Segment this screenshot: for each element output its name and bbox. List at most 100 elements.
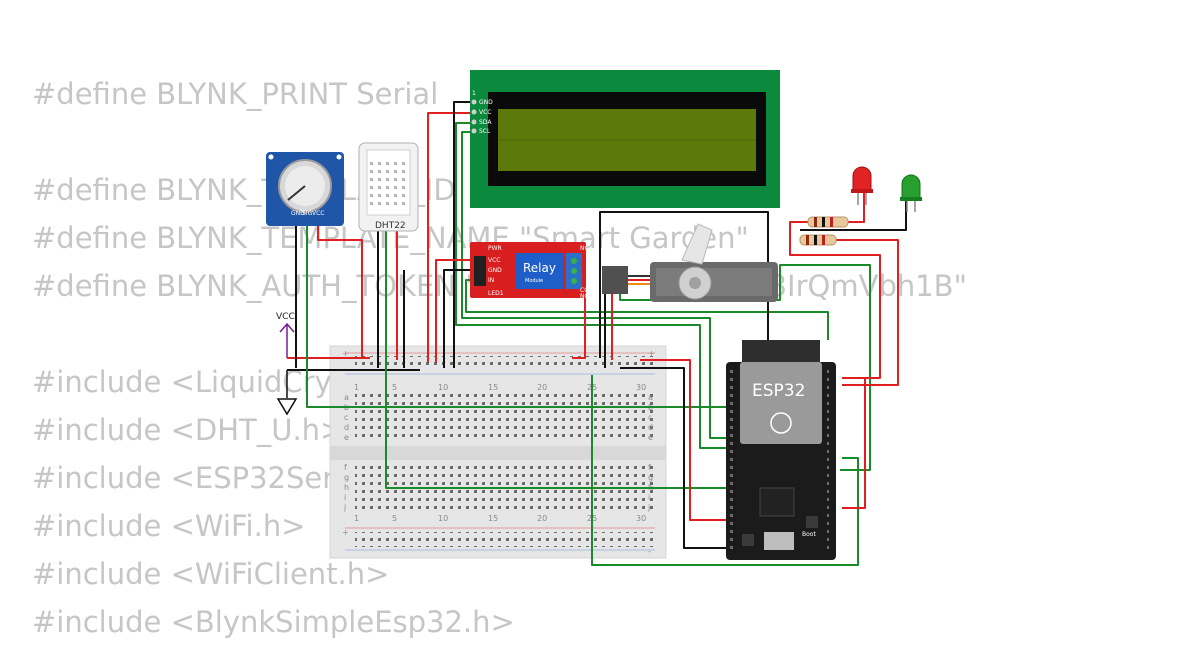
servo-connector [602,266,628,294]
esp32-board: ESP32 Boot [726,340,836,560]
wire-green [306,225,728,408]
led-red [851,166,873,205]
row-letter: e [648,433,653,442]
esp32-antenna [742,340,820,364]
column-number: 30 [636,383,646,392]
wire-green [385,228,728,489]
relay-pin-label: PWR [488,245,502,252]
wire-black [443,269,476,368]
relay-pin-label: COM [580,287,594,294]
row-letter: f [648,463,651,472]
column-number: 30 [636,514,646,523]
wire-black [453,101,472,368]
wire-green [465,279,829,340]
servo-motor [602,223,778,302]
rail-minus-label: - [648,547,651,556]
column-number: 1 [354,514,359,523]
boot-button[interactable] [806,516,818,528]
pot-pin-label: GND [291,210,305,217]
wire-black [800,200,907,231]
row-letter: c [648,413,652,422]
rail-plus-label: + [342,349,349,358]
wire-red [848,190,865,223]
column-number: 5 [392,514,397,523]
column-number: 1 [354,383,359,392]
breadboard: + + + - 1 5 10 15 20 25 30 1 5 10 15 20 … [329,345,667,559]
row-letter: j [343,503,346,512]
esp32-left-pins [727,368,733,552]
row-letter: g [648,473,653,482]
wire-red [640,359,728,521]
relay-module: Relay Module PWR VCC GND IN LED1 NC COM … [470,242,594,300]
lcd-pin-label: GND [479,99,493,106]
row-letter: a [344,393,349,402]
wire-red [435,259,476,362]
en-button[interactable] [742,534,754,546]
espressif-logo-icon [770,412,792,434]
esp32-label: ESP32 [752,381,805,401]
wire-red [317,225,363,358]
row-letter: g [344,473,349,482]
column-number: 20 [537,383,547,392]
relay-sub-label: Module [525,278,543,284]
rail-plus-label: + [648,349,655,358]
row-letter: f [344,463,347,472]
led-green [900,174,922,212]
lcd-pin-label: VCC [479,109,491,116]
relay-pin-label: NO [580,293,589,300]
terminal-strip-top [355,392,655,440]
wire-red [836,239,899,386]
row-letter: i [344,493,346,502]
code-line: #include <DHT_U.h> [32,413,345,447]
relay-pin-label: GND [488,267,502,274]
column-number: 5 [392,383,397,392]
circuit-diagram: + + + - 1 5 10 15 20 25 30 1 5 10 15 20 … [266,70,922,566]
wire-red [842,378,866,509]
row-letter: j [647,503,650,512]
power-rail-bottom [355,532,655,547]
lcd-pin-label: SDA [479,119,492,126]
column-number: 10 [438,514,448,523]
wire-black [620,367,728,549]
relay-block [515,253,563,289]
red-led-icon [852,166,872,191]
relay-pin-label: VCC [488,257,500,264]
lcd-pin1-marker: 1 [472,90,476,97]
resistors [799,216,849,246]
column-number: 10 [438,383,448,392]
wire-red [789,221,881,379]
usb-port-icon [764,532,794,550]
dht22-sensor: DHT22 [358,142,419,232]
potentiometer: GND SIG VCC [266,152,344,226]
wire-green [619,264,871,471]
wire-green [455,122,728,449]
esp32-shield [740,362,822,444]
resistor-icon [799,234,837,246]
wire-green [591,375,859,566]
row-letter: d [344,423,349,432]
vcc-symbol: VCC [276,312,295,358]
relay-pin-label: IN [488,277,494,284]
code-line: #define BLYNK_PRINT Serial [32,77,439,111]
row-letter: h [344,483,349,492]
boot-label: Boot [802,531,816,538]
relay-pin-label: NC [580,245,589,252]
column-number: 15 [488,383,498,392]
vcc-label: VCC [276,312,295,322]
column-number: 15 [488,514,498,523]
wire-red [427,112,472,362]
lcd-pin-label: SCL [479,128,491,135]
row-letter: c [344,413,348,422]
row-letter: d [648,423,653,432]
relay-pin-label: LED1 [488,290,504,297]
servo-horn-icon[interactable] [681,223,713,265]
column-number: 20 [537,514,547,523]
lcd-display: 1 GND VCC SDA SCL [470,70,780,208]
ground-symbol [276,370,298,416]
dht-label: DHT22 [375,221,406,231]
center-channel [330,446,666,460]
pot-pin-label: SIG [302,210,313,217]
code-line: #include <WiFiClient.h> [32,557,390,591]
row-letter: i [648,493,650,502]
row-letter: a [648,393,653,402]
